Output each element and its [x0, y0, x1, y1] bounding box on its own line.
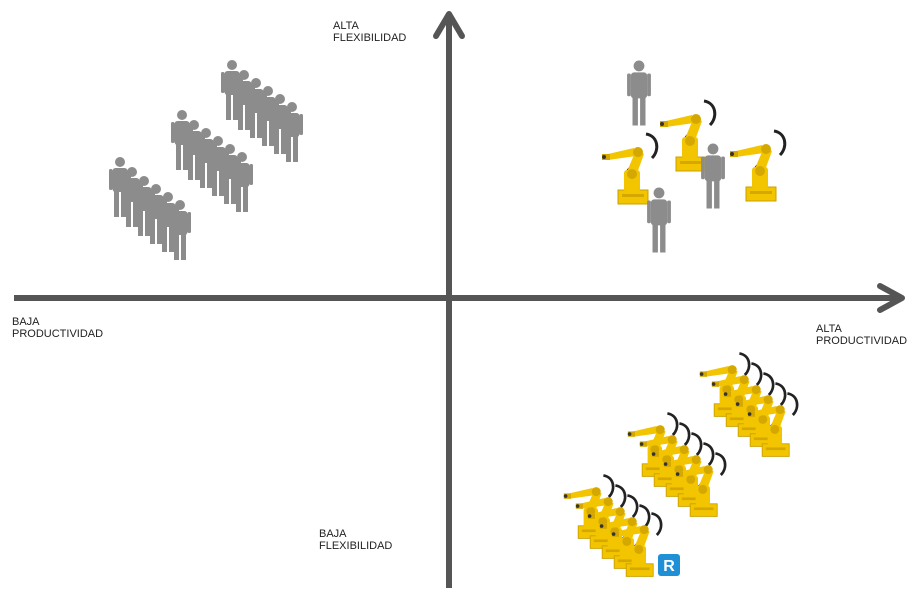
left-axis-label-line1: BAJA	[12, 316, 103, 328]
left-axis-label-line2: PRODUCTIVIDAD	[12, 328, 103, 340]
workers-group-3	[109, 157, 191, 260]
bottom-axis-label-line1: BAJA	[319, 528, 392, 540]
brand-logo-icon: R	[658, 554, 680, 576]
robots-group-1	[700, 353, 797, 456]
top-axis-label-line1: ALTA	[333, 20, 406, 32]
robot-icon	[602, 134, 657, 204]
robot-icon	[730, 131, 785, 201]
right-axis-label: ALTA PRODUCTIVIDAD	[816, 323, 907, 347]
right-axis-label-line1: ALTA	[816, 323, 907, 335]
robots-group-2	[628, 413, 725, 516]
worker-icon	[647, 188, 671, 253]
top-axis-label-line2: FLEXIBILIDAD	[333, 32, 406, 44]
worker-icon	[627, 61, 651, 126]
bottom-axis-label: BAJA FLEXIBILIDAD	[319, 528, 392, 552]
top-axis-label: ALTA FLEXIBILIDAD	[333, 20, 406, 44]
worker-icon	[701, 144, 725, 209]
brand-logo-letter: R	[663, 558, 675, 575]
robots-group-3	[564, 475, 661, 576]
bottom-axis-label-line2: FLEXIBILIDAD	[319, 540, 392, 552]
right-axis-label-line2: PRODUCTIVIDAD	[816, 335, 907, 347]
left-axis-label: BAJA PRODUCTIVIDAD	[12, 316, 103, 340]
mixed-cell	[602, 61, 785, 253]
